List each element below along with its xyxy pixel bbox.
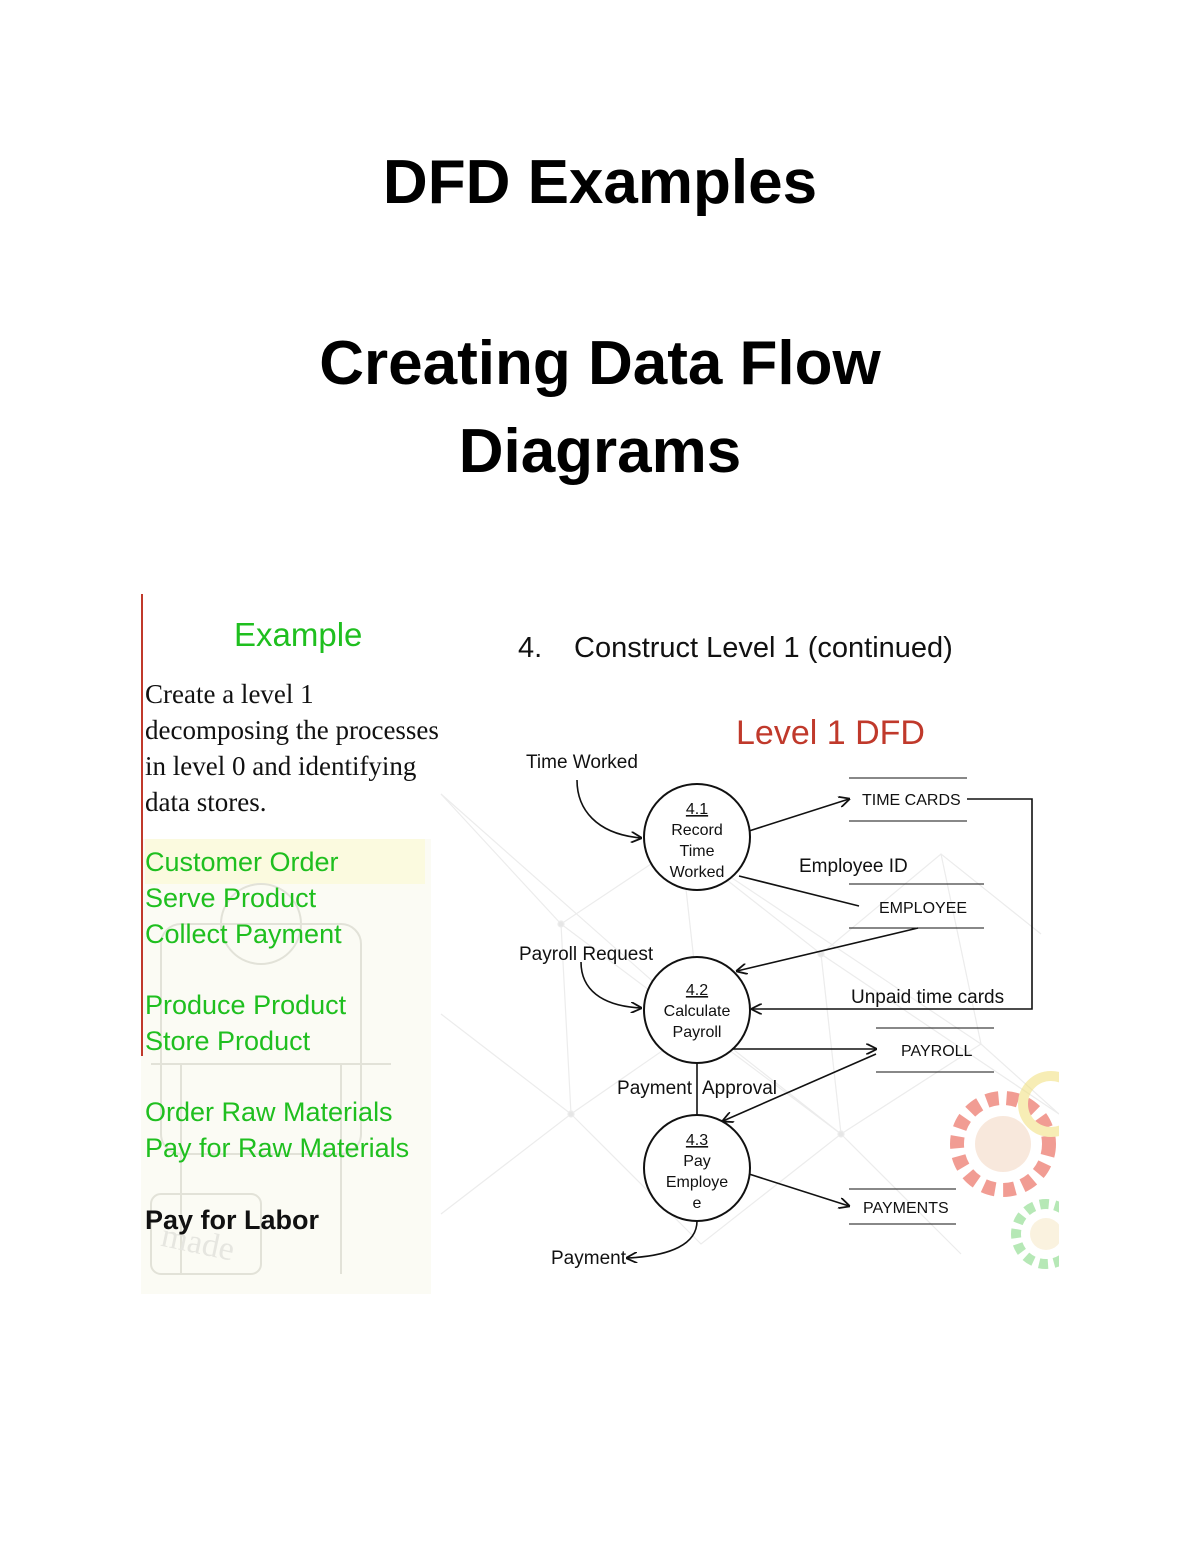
- slide-background-art: made: [141, 793, 1059, 1294]
- flow-label: Payment: [551, 1248, 627, 1269]
- flow-label: Approval: [702, 1078, 777, 1099]
- store-label: TIME CARDS: [862, 792, 961, 809]
- level-1-dfd-diagram: 4.1 Record Time Worked 4.2 Calculate Pay…: [519, 752, 1033, 1269]
- step-number: 4.: [518, 632, 543, 664]
- step-heading: 4. Construct Level 1 (continued): [518, 632, 953, 665]
- flow-label: Employee ID: [799, 856, 908, 877]
- page-subtitle-line-1: Creating Data Flow: [319, 329, 881, 398]
- process-list-item-current: Pay for Labor: [145, 1205, 320, 1235]
- process-list-item: Collect Payment: [145, 919, 342, 949]
- flow-label: Unpaid time cards: [851, 987, 1004, 1008]
- process-4-1: 4.1 Record Time Worked: [643, 783, 751, 891]
- process-list-item: Serve Product: [145, 883, 317, 913]
- store-label: PAYROLL: [901, 1043, 973, 1060]
- store-payments: PAYMENTS: [849, 1188, 956, 1225]
- flow-label: Time Worked: [526, 752, 638, 773]
- process-id: 4.3: [686, 1132, 708, 1149]
- dfd-title: Level 1 DFD: [736, 714, 925, 752]
- store-label: PAYMENTS: [863, 1200, 949, 1217]
- process-label: Employe: [666, 1174, 728, 1191]
- gear-logo-icon: [950, 1071, 1059, 1269]
- process-4-2: 4.2 Calculate Payroll: [643, 956, 751, 1064]
- flow-time-worked: Time Worked: [526, 752, 641, 838]
- process-id: 4.2: [686, 982, 708, 999]
- flow-payment-approval: Payment Approval: [617, 1053, 877, 1121]
- page-subtitle-line-2: Diagrams: [458, 417, 742, 486]
- process-label: Time: [680, 843, 715, 860]
- instruction-line: Create a level 1: [145, 679, 314, 709]
- flow-payment: Payment: [551, 1220, 698, 1269]
- process-label: Pay: [683, 1153, 711, 1170]
- instruction-line: data stores.: [145, 787, 267, 817]
- store-time-cards: TIME CARDS: [849, 777, 967, 822]
- process-list-item: Customer Order: [145, 847, 339, 877]
- process-4-3: 4.3 Pay Employe e: [643, 1114, 751, 1222]
- process-circle: [643, 783, 751, 891]
- store-employee: EMPLOYEE: [849, 883, 984, 929]
- process-id: 4.1: [686, 801, 708, 818]
- process-label: e: [693, 1195, 702, 1212]
- instruction-text: Create a level 1 decomposing the process…: [145, 676, 485, 820]
- process-label: Worked: [670, 864, 725, 881]
- flow-to-time-cards: [748, 799, 849, 832]
- flow-employee-to-calculate: [737, 927, 919, 971]
- store-payroll: PAYROLL: [876, 1027, 994, 1073]
- flow-label: Payroll Request: [519, 944, 654, 965]
- process-list-item: Produce Product: [145, 990, 347, 1020]
- flow-label: Payment: [617, 1078, 693, 1099]
- instruction-line: decomposing the processes: [145, 715, 439, 745]
- flow-payroll-request: Payroll Request: [519, 944, 654, 1008]
- embedded-slide: made Example Create a level 1 decomposin…: [141, 594, 1059, 1294]
- page-title-line-1: DFD Examples: [382, 148, 818, 217]
- flow-to-payments: [748, 1173, 849, 1206]
- process-label: Payroll: [673, 1024, 722, 1041]
- process-list-item: Store Product: [145, 1026, 311, 1056]
- flow-employee-id: Employee ID: [738, 856, 908, 907]
- slide-left-rule: [141, 594, 143, 1056]
- store-label: EMPLOYEE: [879, 900, 967, 917]
- instruction-line: in level 0 and identifying: [145, 751, 417, 781]
- flow-unpaid-time-cards: Unpaid time cards: [752, 798, 1033, 1009]
- example-heading: Example: [234, 616, 363, 653]
- step-text: Construct Level 1 (continued): [574, 632, 953, 664]
- process-label: Record: [671, 822, 723, 839]
- process-list-item: Order Raw Materials: [145, 1097, 393, 1127]
- process-label: Calculate: [664, 1003, 731, 1020]
- process-list-item: Pay for Raw Materials: [145, 1133, 410, 1163]
